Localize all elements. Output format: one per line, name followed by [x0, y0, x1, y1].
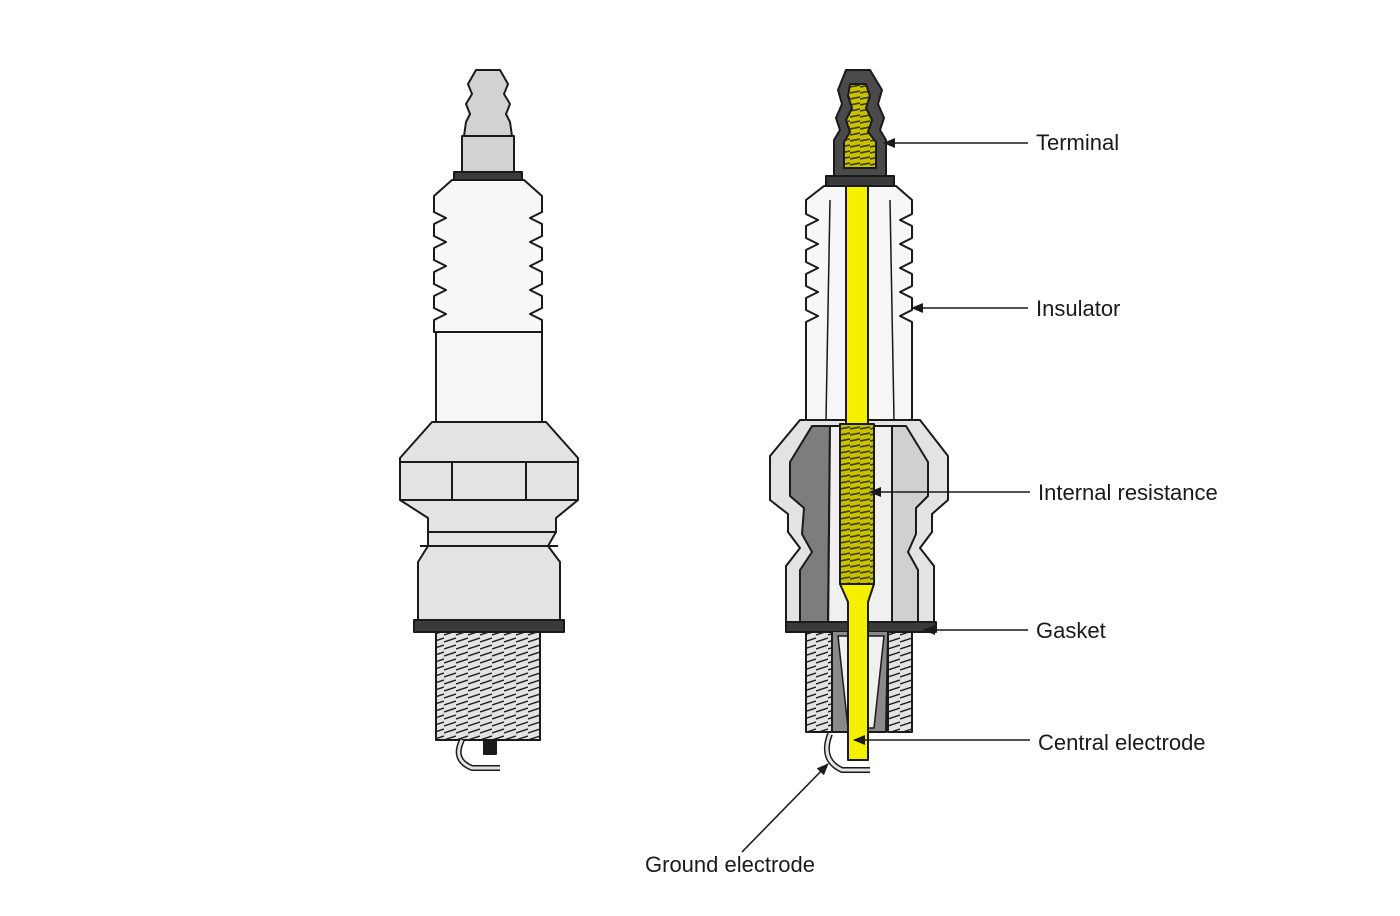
cutaway-terminal-core: [843, 83, 877, 169]
cutaway-lower-conductor: [839, 583, 875, 761]
exterior-hex-shell: [399, 421, 579, 533]
callout-leaders: [741, 138, 1030, 853]
cutaway-threads-left: [805, 631, 833, 733]
label-gasket: Gasket: [1036, 618, 1106, 643]
cutaway-resistor-coil: [839, 423, 875, 585]
label-insulator: Insulator: [1036, 296, 1120, 321]
cutaway-threads-right: [887, 631, 913, 733]
exterior-terminal-collar: [453, 171, 523, 181]
callout-labels: Terminal Insulator Internal resistance G…: [645, 130, 1218, 877]
exterior-gasket: [413, 619, 565, 633]
spark-plug-cutaway: [769, 69, 949, 773]
cutaway-bore-right: [889, 199, 895, 421]
leader-ground-electrode: [741, 763, 829, 853]
exterior-insulator-ribs: [433, 179, 543, 333]
cutaway-bore-left: [825, 199, 831, 421]
label-central-electrode: Central electrode: [1038, 730, 1206, 755]
label-internal-resistance: Internal resistance: [1038, 480, 1218, 505]
spark-plug-exterior: [399, 69, 579, 771]
exterior-insulator-neck: [435, 331, 543, 423]
exterior-terminal: [463, 69, 513, 137]
label-ground-electrode: Ground electrode: [645, 852, 815, 877]
exterior-center-tip: [483, 739, 497, 755]
exterior-threads: [435, 631, 541, 741]
cutaway-conductor-rod: [845, 185, 869, 425]
label-terminal: Terminal: [1036, 130, 1119, 155]
exterior-terminal-base: [461, 135, 515, 175]
cutaway-terminal-collar: [825, 175, 895, 187]
